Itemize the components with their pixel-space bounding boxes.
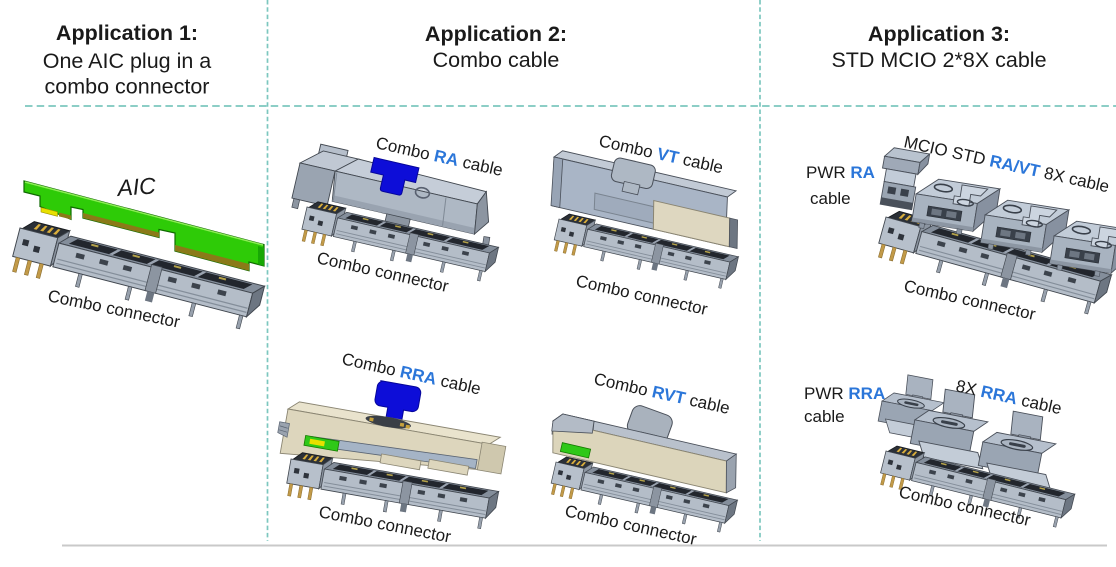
svg-text:Combo connector: Combo connector: [574, 271, 709, 319]
svg-text:Combo connector: Combo connector: [902, 276, 1037, 324]
svg-text:cable: cable: [810, 189, 851, 208]
svg-text:combo connector: combo connector: [45, 75, 210, 99]
svg-text:AIC: AIC: [115, 172, 157, 201]
svg-text:Application 3:: Application 3:: [868, 22, 1010, 46]
svg-text:One AIC plug in a: One AIC plug in a: [43, 49, 212, 73]
svg-text:Application 2:: Application 2:: [425, 22, 567, 46]
svg-text:cable: cable: [804, 407, 845, 426]
svg-text:Application 1:: Application 1:: [56, 21, 198, 45]
svg-text:PWR RA: PWR RA: [806, 163, 875, 182]
svg-text:Combo RVT cable: Combo RVT cable: [592, 369, 731, 418]
svg-text:Combo cable: Combo cable: [433, 48, 560, 72]
svg-text:STD MCIO 2*8X cable: STD MCIO 2*8X cable: [831, 48, 1046, 72]
svg-text:PWR RRA: PWR RRA: [804, 384, 885, 403]
